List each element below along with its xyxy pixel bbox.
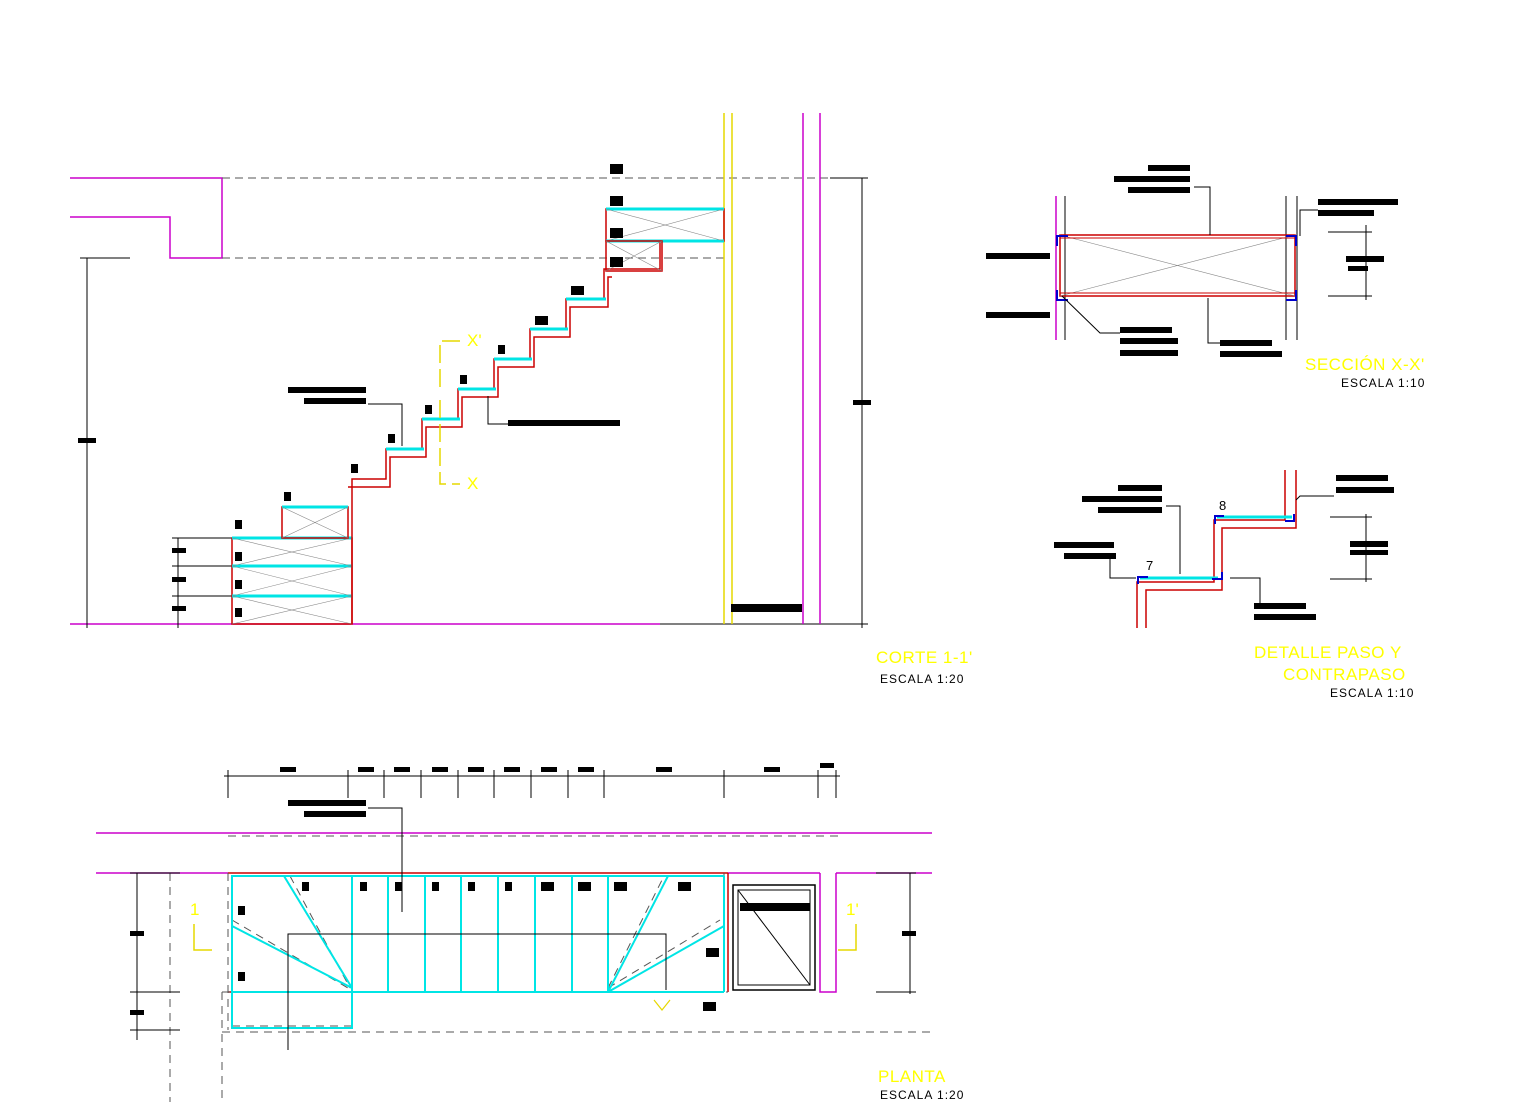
seccion-scale: ESCALA 1:10 xyxy=(1341,376,1426,390)
detalle-title-line1: DETALLE PASO Y xyxy=(1254,643,1402,662)
upper-landing-boxes xyxy=(605,164,725,272)
corte-1-1-view xyxy=(70,113,871,628)
shaft-box xyxy=(732,884,816,991)
seccion-title: SECCIÓN X-X' xyxy=(1305,355,1425,374)
planta-view xyxy=(96,763,935,1102)
planta-title: PLANTA xyxy=(878,1067,946,1086)
detalle-paso-view xyxy=(1054,470,1394,628)
section-mark-1-left: 1 xyxy=(190,900,200,919)
stair-stringer xyxy=(351,241,661,624)
stair-plan-treads xyxy=(231,875,725,1029)
planta-scale: ESCALA 1:20 xyxy=(880,1088,965,1102)
section-mark-x-bottom: X xyxy=(467,474,479,493)
section-cut-x xyxy=(439,340,460,485)
seccion-x-x-view xyxy=(986,165,1398,357)
step-number-7: 7 xyxy=(1146,558,1154,573)
section-mark-x-top: X' xyxy=(467,331,482,350)
step-number-8: 8 xyxy=(1219,498,1227,513)
section-mark-1-right: 1' xyxy=(846,900,859,919)
detalle-title-line2: CONTRAPASO xyxy=(1283,665,1406,684)
annotation-leaders xyxy=(368,396,508,446)
corte-title: CORTE 1-1' xyxy=(876,648,973,667)
stair-treads xyxy=(386,297,606,451)
upper-slab-outline xyxy=(70,177,223,259)
detalle-scale: ESCALA 1:10 xyxy=(1330,686,1415,700)
redacted-label xyxy=(731,604,802,612)
corte-scale: ESCALA 1:20 xyxy=(880,672,965,686)
lower-landing-boxes xyxy=(231,492,353,625)
